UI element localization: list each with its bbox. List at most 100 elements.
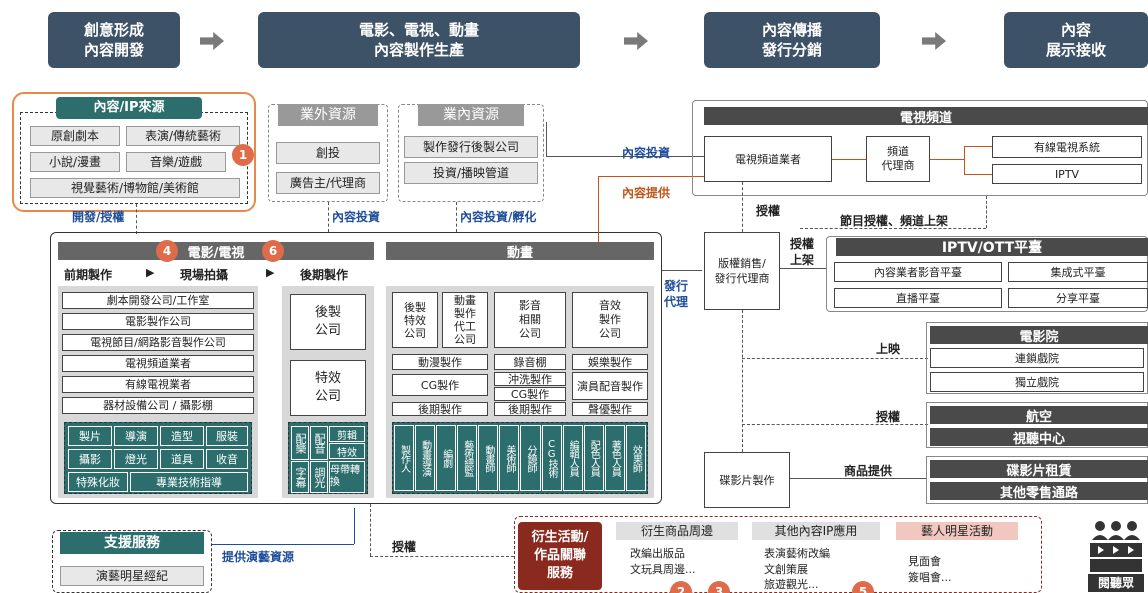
post-company: 特效 公司 [290,360,366,416]
animation-crew-item: 美術師 [499,425,520,491]
retail-header: 碟影片租賃 [930,460,1148,479]
animation-task: CG製作 [494,387,566,401]
internal-item: 製作發行後製公司 [404,136,538,158]
phase-label: 後期製作 [300,268,349,282]
badge: 6 [262,240,284,262]
animation-crew-item: 著色人員 [604,425,625,491]
tv-channel-title: 電視頻道 [899,110,952,126]
external-item: 廣告主/代理商 [276,172,380,194]
external-resources-title: 業外資源 [278,104,378,126]
internal-item: 投資/播映管道 [404,162,538,184]
aviation-title: 航空 [1025,409,1052,425]
aviation-sub: 視聽中心 [930,428,1148,447]
post-crew-item: 特效 [329,443,365,459]
flow-label: 授權 [392,540,417,554]
retail-sub: 其他零售通路 [930,482,1148,501]
iptv-ott-item: 分享平臺 [1008,288,1148,308]
crew-item: 導演 [114,426,158,446]
badge: 4 [156,240,178,262]
film-company: 劇本開發公司/工作室 [62,292,254,309]
animation-crew-item: 藝術總監 [457,425,478,491]
phase-arrow-icon: ▶ [146,266,155,279]
derivative-col-title: 藝人明星活動 [896,522,1018,540]
external-footer-label: 內容投資 [332,210,381,224]
derivative-item: 文創策展 [764,563,808,576]
animation-company: 動畫 製作 代工 公司 [442,292,488,348]
animation-company: 後製 特效 公司 [392,292,438,348]
derivative-item: 見面會 [908,555,941,568]
ip-source-title: 內容/IP來源 [56,97,202,119]
film-tv-header: 電影/電視 [58,242,374,261]
animation-company: 音效 製作 公司 [572,292,648,348]
cinema-item: 連鎖戲院 [930,348,1144,368]
phase-label: 前期製作 [64,268,113,282]
stage-create: 創意形成 內容開發 [48,12,180,68]
crew-item: 燈光 [114,449,158,469]
tv-output: 有線電視系統 [992,136,1142,158]
derivative-item: 文玩具周邊... [630,563,696,576]
audience-icon [1088,520,1144,576]
retail-title: 碟影片租賃 [1006,463,1072,479]
iptv-ott-header: IPTV/OTT平臺 [836,238,1148,256]
animation-task: 演員配音製作 [572,372,648,400]
animation-task: 沖洗製作 [494,372,566,386]
stage-distribute: 內容傳播 發行分銷 [704,12,880,68]
crew-item: 服裝 [206,426,248,446]
derivative-item: 簽唱會... [908,571,952,584]
ip-footer-label: 開發/授權 [72,210,125,224]
animation-crew-item: 動畫師 [478,425,499,491]
ip-item: 小說/漫畫 [30,152,120,172]
animation-crew-item: 配色人員 [583,425,604,491]
film-company: 電影製作公司 [62,313,254,330]
ip-item: 視覺藝術/博物館/美術館 [30,178,240,198]
animation-title: 動畫 [506,245,533,261]
ip-item: 原創劇本 [30,126,120,146]
crew-item: 道具 [160,449,204,469]
flow-label: 內容提供 [622,186,671,200]
post-crew-item: 母帶轉換 [329,461,365,493]
flow-label: 授權 [756,204,781,218]
animation-crew-item: 編劇 [436,425,457,491]
flow-label: 上映 [876,342,901,356]
stage-arrow-icon [624,32,648,50]
tv-channel-header: 電視頻道 [704,107,1148,126]
stage-arrow-icon [922,32,946,50]
animation-crew-item: 效果師 [625,425,646,491]
tv-operator: 電視頻道業者 [704,136,832,182]
animation-crew-item: CG技術 [541,425,562,491]
post-crew-item: 配樂 [291,426,309,460]
flow-label: 商品提供 [844,464,893,478]
distributor-box: 版權銷售/ 發行代理商 [704,232,780,310]
animation-task: 後期製作 [392,402,488,416]
animation-task: CG製作 [392,374,488,396]
animation-crew-item: 編輯人員 [562,425,583,491]
flow-label: 節目授權、頻道上架 [840,214,949,228]
post-crew-item: 剪輯 [329,426,365,442]
film-company: 有線電視業者 [62,376,254,393]
derivative-title: 衍生活動/ 作品關聯 服務 [518,522,602,590]
animation-crew-item: 製作人 [394,425,415,491]
crew-item: 專業技術指導 [130,472,248,492]
cinema-header: 電影院 [930,326,1148,345]
badge: 5 [852,581,874,593]
tv-output: IPTV [992,164,1142,184]
stage-arrow-icon [200,32,224,50]
derivative-item: 改編出版品 [630,547,685,560]
animation-task: 聲優製作 [572,402,648,416]
disc-maker-box: 碟影片製作 [704,452,790,508]
iptv-ott-item: 直播平臺 [834,288,1002,308]
phase-arrow-icon: ▶ [266,266,275,279]
derivative-item: 旅遊觀光... [764,578,819,591]
animation-company: 影音 相關 公司 [494,292,566,348]
ip-source-panel [12,92,256,212]
cinema-title: 電影院 [1019,329,1059,345]
stage-produce: 電影、電視、動畫 內容製作生產 [258,12,580,68]
flow-label: 內容投資 [622,146,671,160]
crew-item: 收音 [206,449,248,469]
film-tv-title: 電影/電視 [187,245,245,261]
derivative-col-title: 其他內容IP應用 [752,522,880,540]
post-crew-item: 調光 [310,461,328,493]
post-crew-item: 字幕 [291,461,309,493]
derivative-item: 表演藝術改編 [764,547,830,560]
audience-label: 閱聽眾 [1088,574,1144,592]
